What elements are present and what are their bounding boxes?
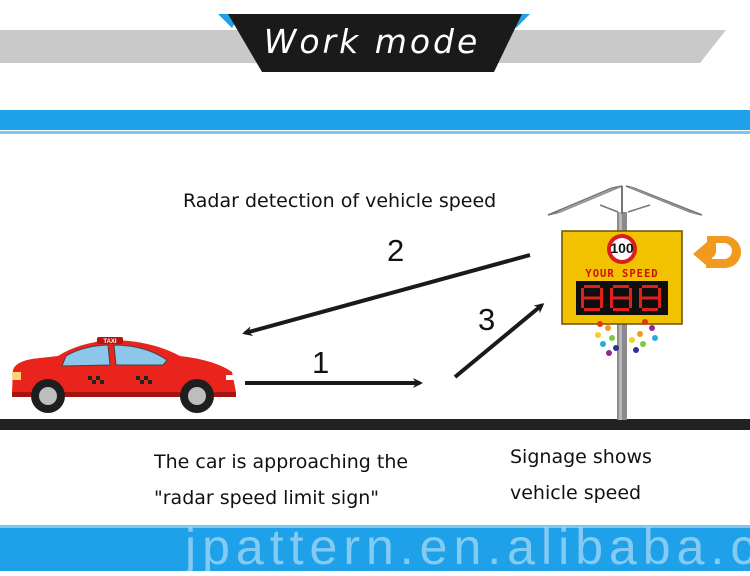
arrow-step-2 xyxy=(242,253,531,336)
led-segment xyxy=(642,308,658,311)
led-digits xyxy=(581,285,661,311)
watermark: jpattern.en.alibaba.com xyxy=(185,519,750,575)
led-segment xyxy=(629,288,632,298)
led-segment xyxy=(629,298,632,308)
led-segment xyxy=(584,308,600,311)
arrow-step-3 xyxy=(453,303,545,379)
title-ribbon xyxy=(228,14,522,72)
step-label-3: 3 xyxy=(478,302,496,337)
led-segment xyxy=(600,288,603,298)
step-label-1: 1 xyxy=(312,345,330,380)
caption-sign-line1: Signage shows xyxy=(510,446,652,468)
led-segment xyxy=(581,288,584,298)
caption-car-line2: "radar speed limit sign" xyxy=(154,487,380,509)
caption-radar: Radar detection of vehicle speed xyxy=(183,190,497,212)
led-segment xyxy=(658,288,661,298)
led-segment xyxy=(584,285,600,288)
led-segment xyxy=(613,285,629,288)
speed-limit-icon xyxy=(607,234,637,264)
led-segment xyxy=(642,296,658,300)
road xyxy=(0,419,750,430)
taxi-roof-label: TAXI xyxy=(103,339,117,345)
frame-top-line xyxy=(0,131,750,134)
led-segment xyxy=(639,298,642,308)
solar-panel-icon xyxy=(547,185,703,216)
step-label-2: 2 xyxy=(387,233,405,268)
led-segment xyxy=(600,298,603,308)
led-segment xyxy=(610,298,613,308)
speed-limit-value: 100 xyxy=(610,240,634,256)
frame-top-bar xyxy=(0,110,750,130)
led-segment xyxy=(610,288,613,298)
led-segment xyxy=(639,288,642,298)
led-segment xyxy=(658,298,661,308)
turn-arrow-icon xyxy=(693,236,741,268)
led-segment xyxy=(581,298,584,308)
caption-car-line1: The car is approaching the xyxy=(154,451,409,473)
radar-wave-icon xyxy=(595,319,658,356)
taxi-icon xyxy=(12,337,236,413)
led-segment xyxy=(613,308,629,311)
frame-bottom-bar xyxy=(0,528,750,571)
caption-sign-line2: vehicle speed xyxy=(510,482,642,504)
led-segment xyxy=(642,285,658,288)
your-speed-label: YOUR SPEED xyxy=(585,268,659,280)
page-title: Work mode xyxy=(263,22,481,61)
led-segment xyxy=(584,296,600,300)
led-segment xyxy=(613,296,629,300)
frame-bottom-line xyxy=(0,525,750,528)
